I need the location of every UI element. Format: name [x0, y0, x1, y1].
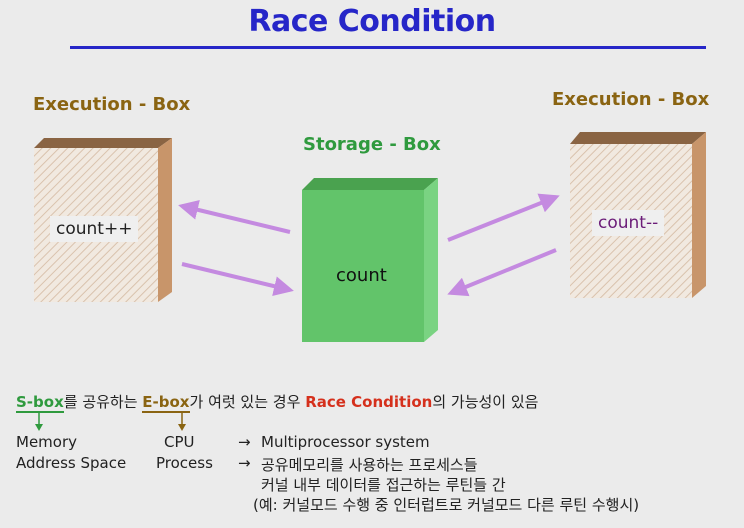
note-text: 를 공유하는 — [63, 393, 143, 411]
arrow-glyph: → — [238, 433, 251, 451]
memory-label: Memory — [16, 433, 78, 451]
multiprocessor-text: Multiprocessor system — [261, 433, 430, 451]
note-line-1: S-box를 공유하는 E-box가 여럿 있는 경우 Race Conditi… — [16, 391, 539, 413]
left-box-text: count++ — [50, 216, 139, 242]
arrow-left-to-storage — [181, 262, 294, 296]
title-underline — [70, 46, 706, 49]
note-text: 가 여럿 있는 경우 — [189, 393, 306, 411]
process-label: Process — [156, 454, 213, 472]
arrow-storage-to-left — [178, 200, 291, 234]
arrow-glyph: → — [238, 454, 251, 472]
shared-memory-text: 공유메모리를 사용하는 프로세스들 — [261, 456, 478, 474]
right-box-label: Execution - Box — [552, 89, 710, 110]
race-condition-term: Race Condition — [305, 393, 433, 411]
page-title: Race Condition — [248, 4, 496, 39]
storage-box — [302, 178, 438, 342]
left-box-label: Execution - Box — [33, 94, 191, 115]
center-box-text: count — [336, 265, 387, 286]
kernel-routines-text: 커널 내부 데이터를 접근하는 루틴들 간 — [261, 476, 506, 494]
arrow-right-to-storage — [447, 248, 557, 297]
sbox-term: S-box — [16, 393, 64, 413]
address-space-label: Address Space — [16, 454, 127, 472]
note-text: 의 가능성이 있음 — [432, 393, 539, 411]
kernel-example-text: (예: 커널모드 수행 중 인터럽트로 커널모드 다른 루틴 수행시) — [253, 496, 640, 514]
ebox-down-arrow-icon — [178, 412, 186, 431]
center-box-label: Storage - Box — [303, 134, 441, 155]
right-box-text: count-- — [592, 210, 665, 236]
cpu-label: CPU — [164, 433, 195, 451]
arrow-storage-to-right — [447, 193, 560, 242]
ebox-term: E-box — [142, 393, 190, 413]
sbox-down-arrow-icon — [35, 412, 43, 431]
